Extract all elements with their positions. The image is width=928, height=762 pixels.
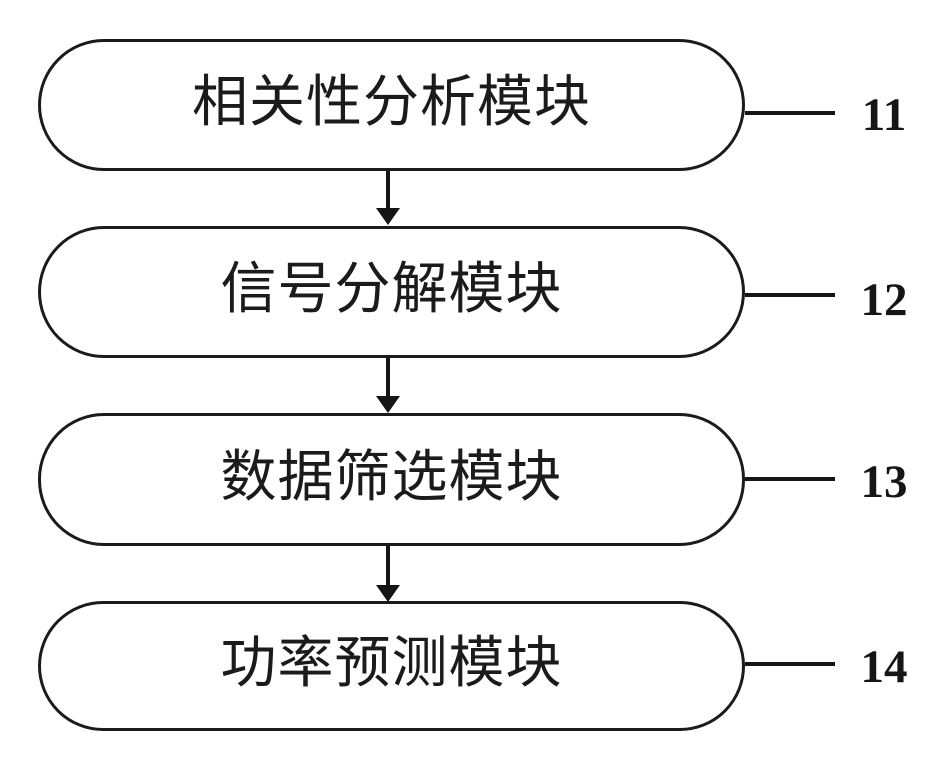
module-label-data-filtering: 数据筛选模块 [220,446,563,509]
reference-number-13: 13 [860,456,908,508]
module-box-correlation-analysis: 相关性分析模块 [38,39,745,171]
module-box-data-filtering: 数据筛选模块 [38,413,745,546]
reference-number-14: 14 [860,641,908,693]
module-label-correlation-analysis: 相关性分析模块 [192,72,591,134]
arrow-shaft [386,358,390,399]
reference-number-12: 12 [860,274,908,326]
arrow-shaft [386,546,390,588]
module-box-power-prediction: 功率预测模块 [38,601,745,731]
arrow-head-icon [376,208,400,225]
module-label-signal-decomposition: 信号分解模块 [220,259,563,321]
reference-line-14 [745,662,835,666]
reference-line-11 [745,111,835,115]
down-arrow-2 [375,358,401,413]
reference-number-11: 11 [861,89,907,141]
down-arrow-1 [375,171,401,225]
arrow-head-icon [376,585,400,602]
reference-line-12 [745,293,835,297]
reference-line-13 [745,477,835,481]
arrow-shaft [386,171,390,211]
module-box-signal-decomposition: 信号分解模块 [38,226,745,358]
arrow-head-icon [376,396,400,413]
module-label-power-prediction: 功率预测模块 [220,633,563,695]
down-arrow-3 [375,546,401,602]
